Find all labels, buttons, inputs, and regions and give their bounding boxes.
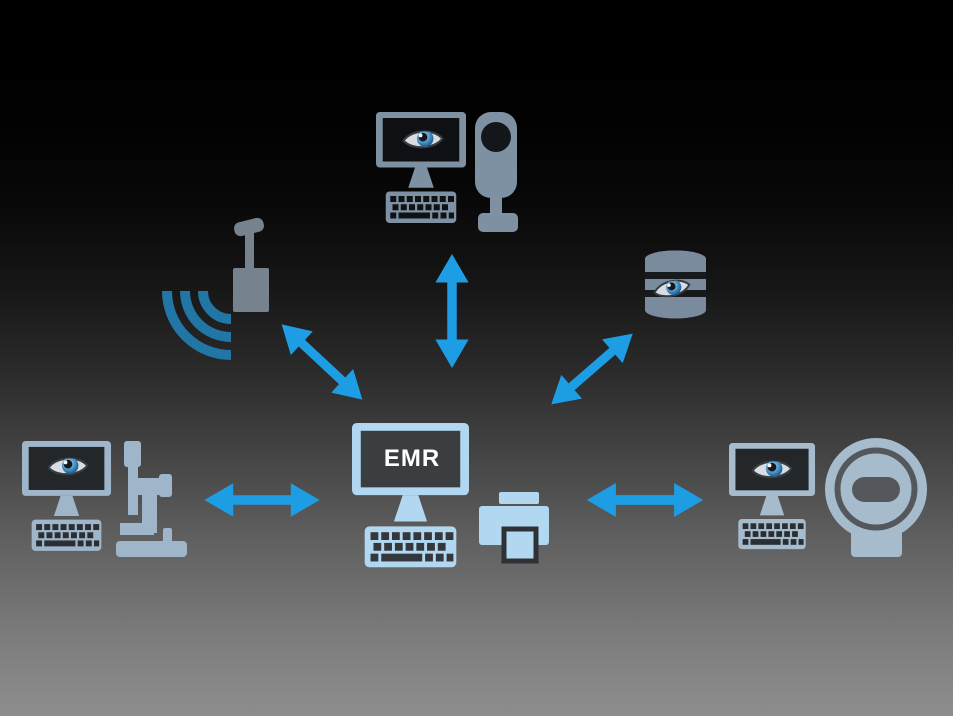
wireless-transmitter — [162, 217, 269, 360]
imaging-workstation — [376, 112, 518, 232]
exam-station — [729, 438, 927, 557]
image-database — [645, 250, 706, 319]
printer — [479, 492, 549, 564]
arrow-emr-imaging-workstation — [435, 254, 469, 368]
printer-icon — [479, 492, 549, 564]
arrow-emr-wireless-transmitter — [270, 312, 374, 412]
monitor-keyboard-icon — [729, 443, 816, 550]
arrow-emr-exam-station — [586, 483, 704, 517]
emr-label: EMR — [384, 445, 440, 472]
monitor-keyboard-icon — [22, 441, 112, 551]
perimeter-icon — [825, 438, 927, 557]
monitor-keyboard-icon — [376, 112, 466, 223]
diagnostic-station — [22, 441, 187, 557]
arrow-emr-diagnostic-station — [204, 483, 320, 517]
slit-lamp-icon — [116, 441, 187, 557]
arrow-emr-image-database — [540, 321, 644, 417]
emr-workstation: EMR — [352, 423, 469, 568]
wifi-signal-icon — [162, 290, 232, 360]
antenna-icon — [233, 217, 269, 312]
imaging-camera-icon — [475, 112, 518, 232]
